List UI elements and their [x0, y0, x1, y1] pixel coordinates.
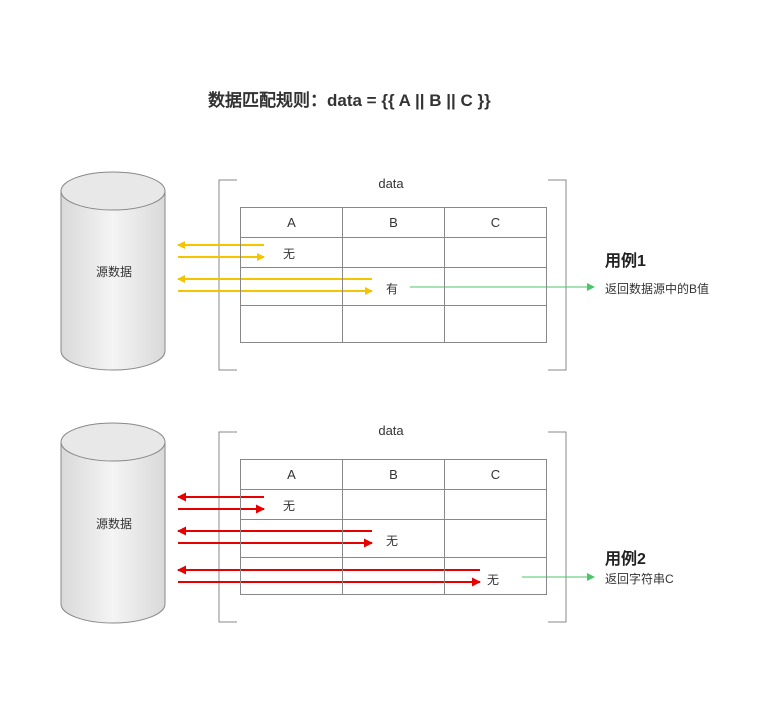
table-cell [240, 305, 343, 343]
table-cell [342, 305, 445, 343]
note-a-none-1: 无 [283, 247, 296, 261]
table-cell [444, 237, 547, 268]
note-c-none-2: 无 [487, 573, 500, 587]
table-cell [240, 489, 343, 520]
note-a-none-2: 无 [283, 499, 296, 513]
table-cell [444, 305, 547, 343]
data-table-2: A B C [240, 459, 547, 595]
table-cell [240, 237, 343, 268]
table-cell [444, 267, 547, 306]
data-bracket-right-1 [548, 179, 567, 371]
source-label-2: 源数据 [95, 517, 132, 531]
source-cylinder-2 [60, 422, 166, 624]
table-cell [342, 237, 445, 268]
source-cylinder-1 [60, 171, 166, 371]
data-label-2: data [378, 423, 404, 438]
note-b-none-2: 无 [386, 534, 399, 548]
case-title-2: 用例2 [605, 551, 646, 568]
table-cell [240, 519, 343, 558]
table-cell [240, 557, 343, 595]
table-cell [444, 519, 547, 558]
column-header-b: B [342, 207, 445, 238]
column-header-a: A [240, 207, 343, 238]
case-desc-1: 返回数据源中的B值 [605, 282, 710, 296]
case-title-1: 用例1 [605, 253, 646, 270]
table-cell [444, 557, 547, 595]
page-title: 数据匹配规则：data = {{ A || B || C }} [208, 91, 491, 110]
table-cell [342, 557, 445, 595]
data-bracket-left-1 [218, 179, 237, 371]
source-label-1: 源数据 [95, 265, 132, 279]
column-header-b: B [342, 459, 445, 490]
case-desc-2: 返回字符串C [605, 572, 674, 586]
data-table-1: A B C [240, 207, 547, 343]
table-cell [444, 489, 547, 520]
column-header-c: C [444, 207, 547, 238]
table-cell [342, 489, 445, 520]
data-bracket-left-2 [218, 431, 237, 623]
data-bracket-right-2 [548, 431, 567, 623]
data-label-1: data [378, 176, 404, 191]
table-cell [240, 267, 343, 306]
note-b-found-1: 有 [386, 282, 399, 296]
column-header-c: C [444, 459, 547, 490]
column-header-a: A [240, 459, 343, 490]
